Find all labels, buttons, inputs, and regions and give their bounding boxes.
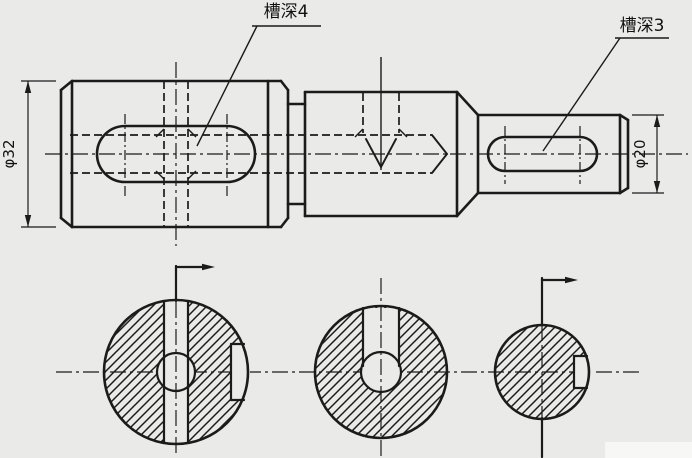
keyway-depth-callout-small: 槽深3 [542, 16, 669, 152]
hidden-cross-hole-middle [354, 57, 408, 170]
keyway-slot-small [486, 135, 599, 173]
view-direction-arrow [202, 263, 215, 271]
small-diameter-value: φ20 [631, 140, 649, 169]
cross-section-large [102, 263, 250, 457]
cross-section-middle [313, 278, 449, 458]
small-cylinder-outline [476, 113, 630, 195]
cross-section-small [493, 276, 592, 458]
keyway-depth-callout-large: 槽深4 [196, 2, 321, 147]
keyway-depth-small-label: 槽深3 [620, 16, 665, 36]
middle-cylinder-outline [303, 90, 480, 218]
relief-neck-outline [286, 102, 307, 206]
dimension-small-diameter: φ20 [631, 114, 664, 194]
large-cylinder-outline [59, 79, 290, 229]
keyway-slot-large [95, 124, 257, 184]
dim-arrow-down [653, 181, 661, 193]
large-diameter-value: φ32 [0, 140, 18, 169]
leader-line-large [196, 25, 258, 147]
dimension-large-diameter: φ32 [0, 80, 56, 228]
hidden-cross-hole-large [155, 62, 197, 246]
dim-arrow-up [24, 81, 32, 93]
leader-line-small [542, 37, 621, 152]
view-direction-arrow [565, 276, 578, 284]
keyway-depth-large-label: 槽深4 [264, 2, 309, 22]
hidden-axial-hole [70, 134, 448, 174]
dim-arrow-down [24, 215, 32, 227]
dim-arrow-up [653, 115, 661, 127]
watermark-patch [605, 442, 692, 458]
front-view [45, 57, 688, 246]
